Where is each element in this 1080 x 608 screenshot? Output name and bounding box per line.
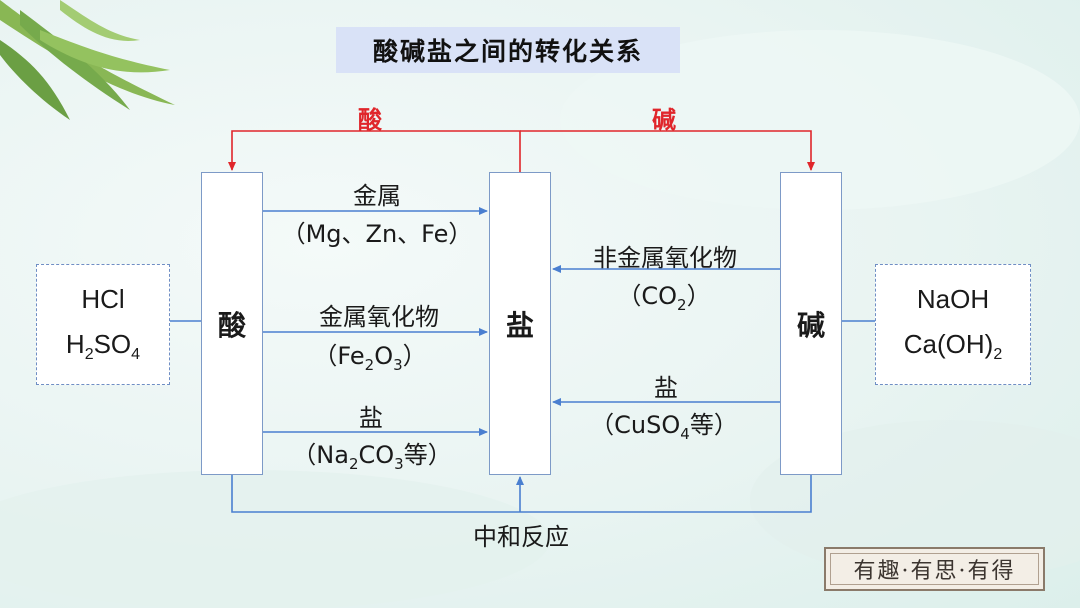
- neutralization-line: [231, 475, 812, 513]
- page-title: 酸碱盐之间的转化关系: [336, 27, 680, 73]
- salt-to-acid-base-arrow: [228, 130, 815, 172]
- acid-examples-box: HCl H2SO4: [36, 264, 170, 385]
- label-salt-product: 盐: [654, 374, 678, 402]
- base-examples-box: NaOH Ca(OH)2: [875, 264, 1031, 385]
- label-metal-detail: （Mg、Zn、Fe）: [281, 220, 473, 248]
- label-metal-oxide: 金属氧化物: [319, 303, 439, 331]
- acid-example-hcl: HCl: [81, 284, 125, 315]
- label-nonmetal-oxide-detail: （CO2）: [617, 282, 711, 314]
- footer-stamp: 有趣·有思·有得: [824, 547, 1045, 591]
- top-label-acid: 酸: [358, 106, 382, 134]
- label-neutralization: 中和反应: [473, 523, 569, 551]
- label-metal: 金属: [353, 182, 401, 210]
- salt-box: 盐: [489, 172, 551, 475]
- label-salt-reactant: 盐: [359, 404, 383, 432]
- label-metal-oxide-detail: （Fe2O3）: [313, 342, 427, 374]
- label-salt-product-detail: （CuSO4等）: [590, 411, 738, 443]
- acid-example-h2so4: H2SO4: [65, 329, 141, 364]
- label-nonmetal-oxide: 非金属氧化物: [593, 244, 737, 272]
- base-box: 碱: [780, 172, 842, 475]
- label-salt-reactant-detail: （Na2CO3等）: [292, 441, 452, 473]
- base-example-caoh2: Ca(OH)2: [903, 329, 1003, 364]
- acid-box: 酸: [201, 172, 263, 475]
- top-label-base: 碱: [652, 106, 676, 134]
- base-example-naoh: NaOH: [916, 284, 990, 315]
